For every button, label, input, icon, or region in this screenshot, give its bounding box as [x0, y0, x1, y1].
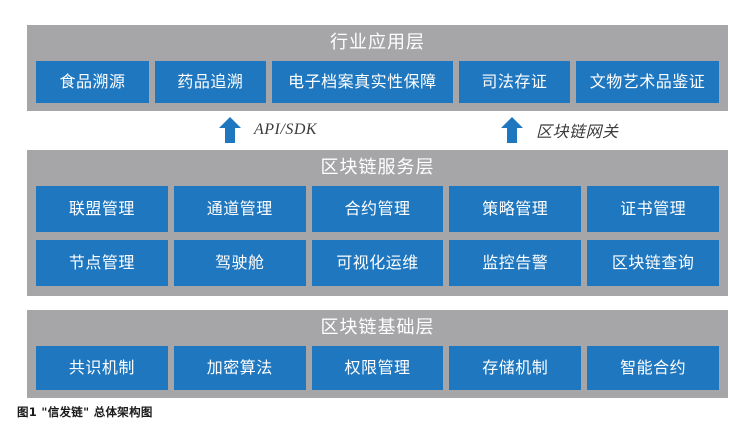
layer-panel-base: 区块链基础层 共识机制 加密算法 权限管理 存储机制 智能合约 [27, 310, 728, 398]
service-item-monitoring-alarm[interactable]: 监控告警 [449, 240, 582, 286]
connector-api-sdk: API/SDK [218, 116, 317, 144]
service-item-certificate-management[interactable]: 证书管理 [587, 186, 719, 232]
connector-label-api-sdk: API/SDK [254, 121, 318, 138]
service-item-cockpit[interactable]: 驾驶舱 [173, 240, 306, 286]
connector-label-blockchain-gateway: 区块链网关 [536, 124, 619, 141]
layer-panel-service: 区块链服务层 联盟管理 通道管理 合约管理 策略管理 证书管理 节点管理 驾驶舱… [27, 150, 728, 296]
service-item-alliance-management[interactable]: 联盟管理 [36, 186, 168, 232]
application-item-e-archive-authenticity[interactable]: 电子档案真实性保障 [271, 61, 453, 103]
service-item-node-management[interactable]: 节点管理 [36, 240, 168, 286]
figure-caption: 图1 "信发链" 总体架构图 [17, 405, 153, 419]
service-item-policy-management[interactable]: 策略管理 [449, 186, 582, 232]
service-item-visual-operations[interactable]: 可视化运维 [311, 240, 444, 286]
service-item-row-2: 节点管理 驾驶舱 可视化运维 监控告警 区块链查询 [36, 240, 719, 286]
application-item-row: 食品溯源 药品追溯 电子档案真实性保障 司法存证 文物艺术品鉴证 [36, 61, 719, 103]
application-item-artwork-authentication[interactable]: 文物艺术品鉴证 [575, 61, 719, 103]
base-item-smart-contract[interactable]: 智能合约 [587, 346, 719, 390]
base-item-row: 共识机制 加密算法 权限管理 存储机制 智能合约 [36, 346, 719, 390]
arrow-up-icon [501, 117, 523, 143]
connector-blockchain-gateway: 区块链网关 [500, 116, 619, 144]
layer-header-base: 区块链基础层 [320, 317, 435, 338]
base-item-consensus-mechanism[interactable]: 共识机制 [36, 346, 168, 390]
base-item-storage-mechanism[interactable]: 存储机制 [449, 346, 582, 390]
service-item-blockchain-query[interactable]: 区块链查询 [587, 240, 719, 286]
service-item-channel-management[interactable]: 通道管理 [173, 186, 306, 232]
layer-header-service: 区块链服务层 [320, 157, 435, 178]
base-item-encryption-algorithm[interactable]: 加密算法 [173, 346, 306, 390]
base-item-permission-management[interactable]: 权限管理 [311, 346, 444, 390]
layer-panel-application: 行业应用层 食品溯源 药品追溯 电子档案真实性保障 司法存证 文物艺术品鉴证 [27, 25, 728, 111]
application-item-food-traceability[interactable]: 食品溯源 [36, 61, 149, 103]
arrow-up-icon [219, 117, 241, 143]
service-item-contract-management[interactable]: 合约管理 [311, 186, 444, 232]
service-item-row-1: 联盟管理 通道管理 合约管理 策略管理 证书管理 [36, 186, 719, 232]
layer-header-application: 行业应用层 [330, 32, 425, 53]
application-item-drug-traceability[interactable]: 药品追溯 [154, 61, 266, 103]
application-item-judicial-evidence[interactable]: 司法存证 [458, 61, 570, 103]
